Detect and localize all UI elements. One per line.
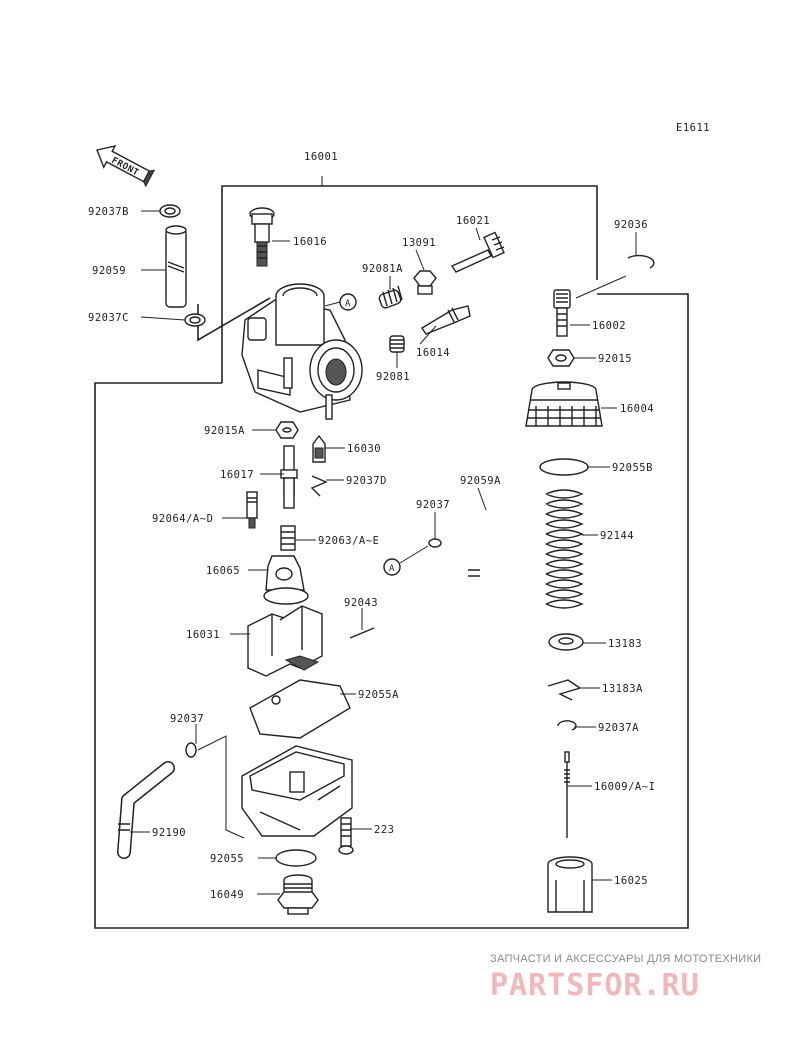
- front-arrow-icon: FRONT: [96, 144, 156, 188]
- diagram-code: E1611: [676, 122, 710, 134]
- float-16031: [247, 605, 323, 677]
- needle-16009: [564, 751, 570, 838]
- callout-a-top: A: [324, 293, 357, 311]
- label-16004: 16004: [620, 403, 654, 415]
- label-92144: 92144: [600, 530, 634, 542]
- label-92043: 92043: [344, 597, 378, 609]
- carburetor-body: [241, 283, 363, 420]
- watermark-tagline: ЗАПЧАСТИ И АКСЕССУАРЫ ДЛЯ МОТОТЕХНИКИ: [490, 953, 761, 965]
- hose-92059a: [446, 506, 516, 602]
- label-13183: 13183: [608, 638, 642, 650]
- label-92059a: 92059A: [460, 475, 501, 487]
- label-92059: 92059: [92, 265, 126, 277]
- gasket-92055a: [249, 679, 351, 739]
- assembly-label: 16001: [304, 151, 338, 163]
- label-16002: 16002: [592, 320, 626, 332]
- label-16017: 16017: [220, 469, 254, 481]
- hose-92059: [165, 225, 187, 308]
- jet-92063: [280, 525, 296, 551]
- jet-92064: [246, 491, 258, 529]
- spring-92081: [389, 335, 405, 353]
- clip-92036: [627, 254, 655, 269]
- label-92037c: 92037C: [88, 312, 129, 324]
- float-bowl: [241, 745, 353, 837]
- clip-92037d: [310, 475, 328, 497]
- nut-92015: [547, 349, 575, 367]
- label-16030: 16030: [347, 443, 381, 455]
- label-16014: 16014: [416, 347, 450, 359]
- watermark-brand: PARTSFOR.RU: [490, 968, 700, 1003]
- label-92037-bottom: 92037: [170, 713, 204, 725]
- label-92037-middle: 92037: [416, 499, 450, 511]
- label-16031: 16031: [186, 629, 220, 641]
- valve-16025: [547, 856, 593, 913]
- jet-16017: [280, 445, 298, 509]
- label-92015a: 92015A: [204, 425, 245, 437]
- label-16021: 16021: [456, 215, 490, 227]
- hose-92190: [117, 761, 175, 859]
- cap-16004: [525, 381, 603, 427]
- watermark: ЗАПЧАСТИ И АКСЕССУАРЫ ДЛЯ МОТОТЕХНИКИ PA…: [490, 953, 761, 1003]
- label-92063: 92063/A~E: [318, 535, 379, 547]
- screw-223: [338, 817, 354, 855]
- jet-16030: [312, 434, 326, 463]
- spring-92081a: [378, 285, 403, 309]
- label-92190: 92190: [152, 827, 186, 839]
- label-92015: 92015: [598, 353, 632, 365]
- svg-text:A: A: [389, 564, 395, 574]
- label-16016: 16016: [293, 236, 327, 248]
- label-16065: 16065: [206, 565, 240, 577]
- part-labels: 92037B 92059 92037C 16016 16021 13091 92…: [88, 206, 655, 901]
- label-16049: 16049: [210, 889, 244, 901]
- label-92081: 92081: [376, 371, 410, 383]
- label-13183a: 13183A: [602, 683, 643, 695]
- oring-92055: [275, 849, 317, 867]
- svg-text:A: A: [345, 299, 351, 309]
- clip-13183a: [547, 679, 582, 701]
- label-92037a: 92037A: [598, 722, 639, 734]
- oring-92055b: [539, 458, 589, 476]
- clip-92037-middle: A: [383, 538, 442, 576]
- screw-16016: [249, 207, 275, 267]
- label-92055: 92055: [210, 853, 244, 865]
- spring-92144: [545, 489, 584, 609]
- pin-92043: [349, 627, 375, 639]
- label-92037b: 92037B: [88, 206, 129, 218]
- clip-92037b: [159, 204, 181, 218]
- label-92055b: 92055B: [612, 462, 653, 474]
- clip-92037c: [184, 313, 206, 327]
- screw-16002: [553, 289, 571, 337]
- label-16025: 16025: [614, 875, 648, 887]
- needle-16014: [421, 305, 471, 335]
- label-92064: 92064/A~D: [152, 513, 213, 525]
- clip-92037a: [557, 720, 577, 731]
- label-92036: 92036: [614, 219, 648, 231]
- label-16009: 16009/A~I: [594, 781, 655, 793]
- label-223: 223: [374, 824, 394, 836]
- washer-13183: [548, 633, 584, 651]
- baffle-16065: [263, 555, 309, 605]
- nut-92015a: [275, 421, 299, 439]
- label-92081a: 92081A: [362, 263, 403, 275]
- label-92037d: 92037D: [346, 475, 387, 487]
- nut-13091: [413, 270, 437, 295]
- label-13091: 13091: [402, 237, 436, 249]
- leader-lines: [130, 210, 637, 895]
- label-92055a: 92055A: [358, 689, 399, 701]
- screw-16021: [450, 231, 505, 273]
- clip-92037-bottom: [185, 742, 197, 758]
- plug-16049: [277, 874, 319, 915]
